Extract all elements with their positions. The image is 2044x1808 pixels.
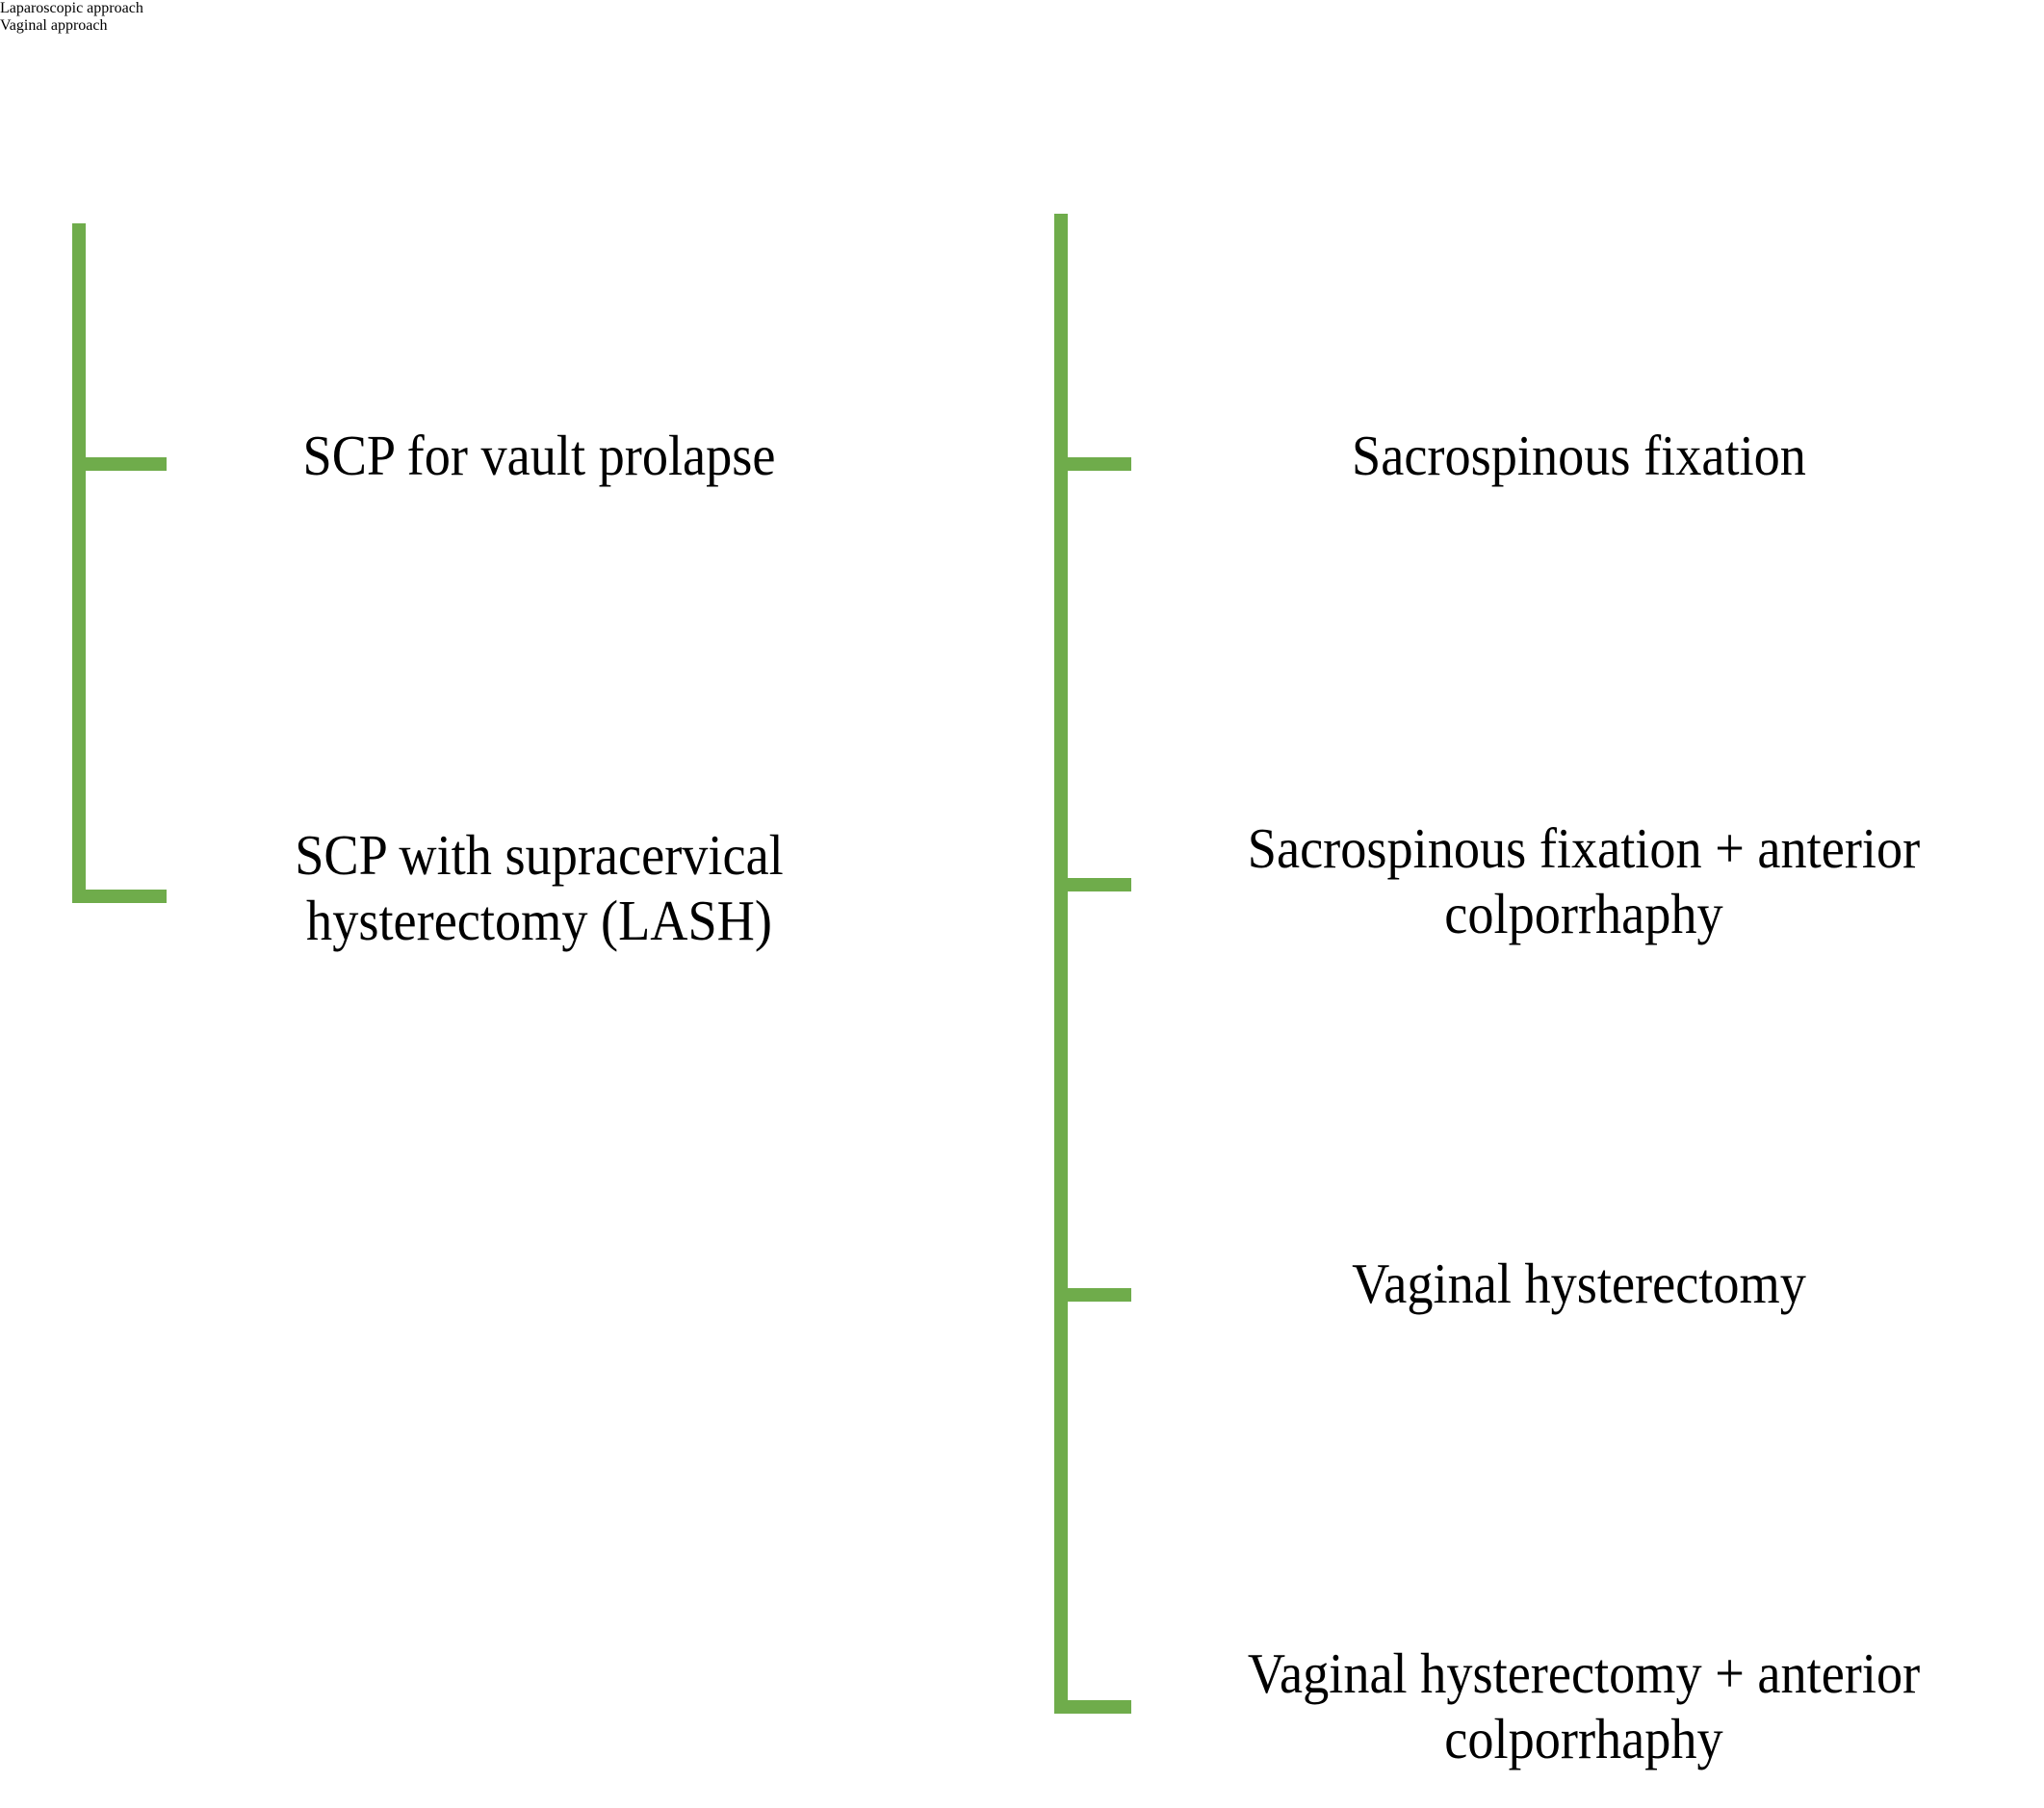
item-label-laparoscopic-1: SCP for vault prolapse (302, 424, 776, 487)
bracket-branch-laparoscopic-1 (72, 457, 167, 471)
item-label-vaginal-1: Sacrospinous fixation (1352, 424, 1806, 487)
bracket-branch-laparoscopic-2 (72, 890, 167, 903)
bracket-branch-vaginal-2 (1054, 878, 1131, 891)
bracket-branch-vaginal-3 (1054, 1288, 1131, 1302)
bracket-stem-laparoscopic (72, 223, 86, 903)
bracket-branch-vaginal-1 (1054, 457, 1131, 471)
bracket-stem-vaginal (1054, 214, 1068, 1714)
column-title-vaginal: Vaginal approach (0, 17, 108, 34)
item-label-laparoscopic-2: SCP with supracervical hysterectomy (LAS… (295, 823, 784, 952)
item-label-vaginal-2: Sacrospinous fixation + anterior colporr… (1247, 816, 1921, 945)
column-title-laparoscopic: Laparoscopic approach (0, 0, 143, 16)
item-label-vaginal-3: Vaginal hysterectomy (1352, 1252, 1806, 1315)
item-label-vaginal-4: Vaginal hysterectomy + anterior colporrh… (1247, 1641, 1921, 1770)
bracket-branch-vaginal-4 (1054, 1700, 1131, 1714)
